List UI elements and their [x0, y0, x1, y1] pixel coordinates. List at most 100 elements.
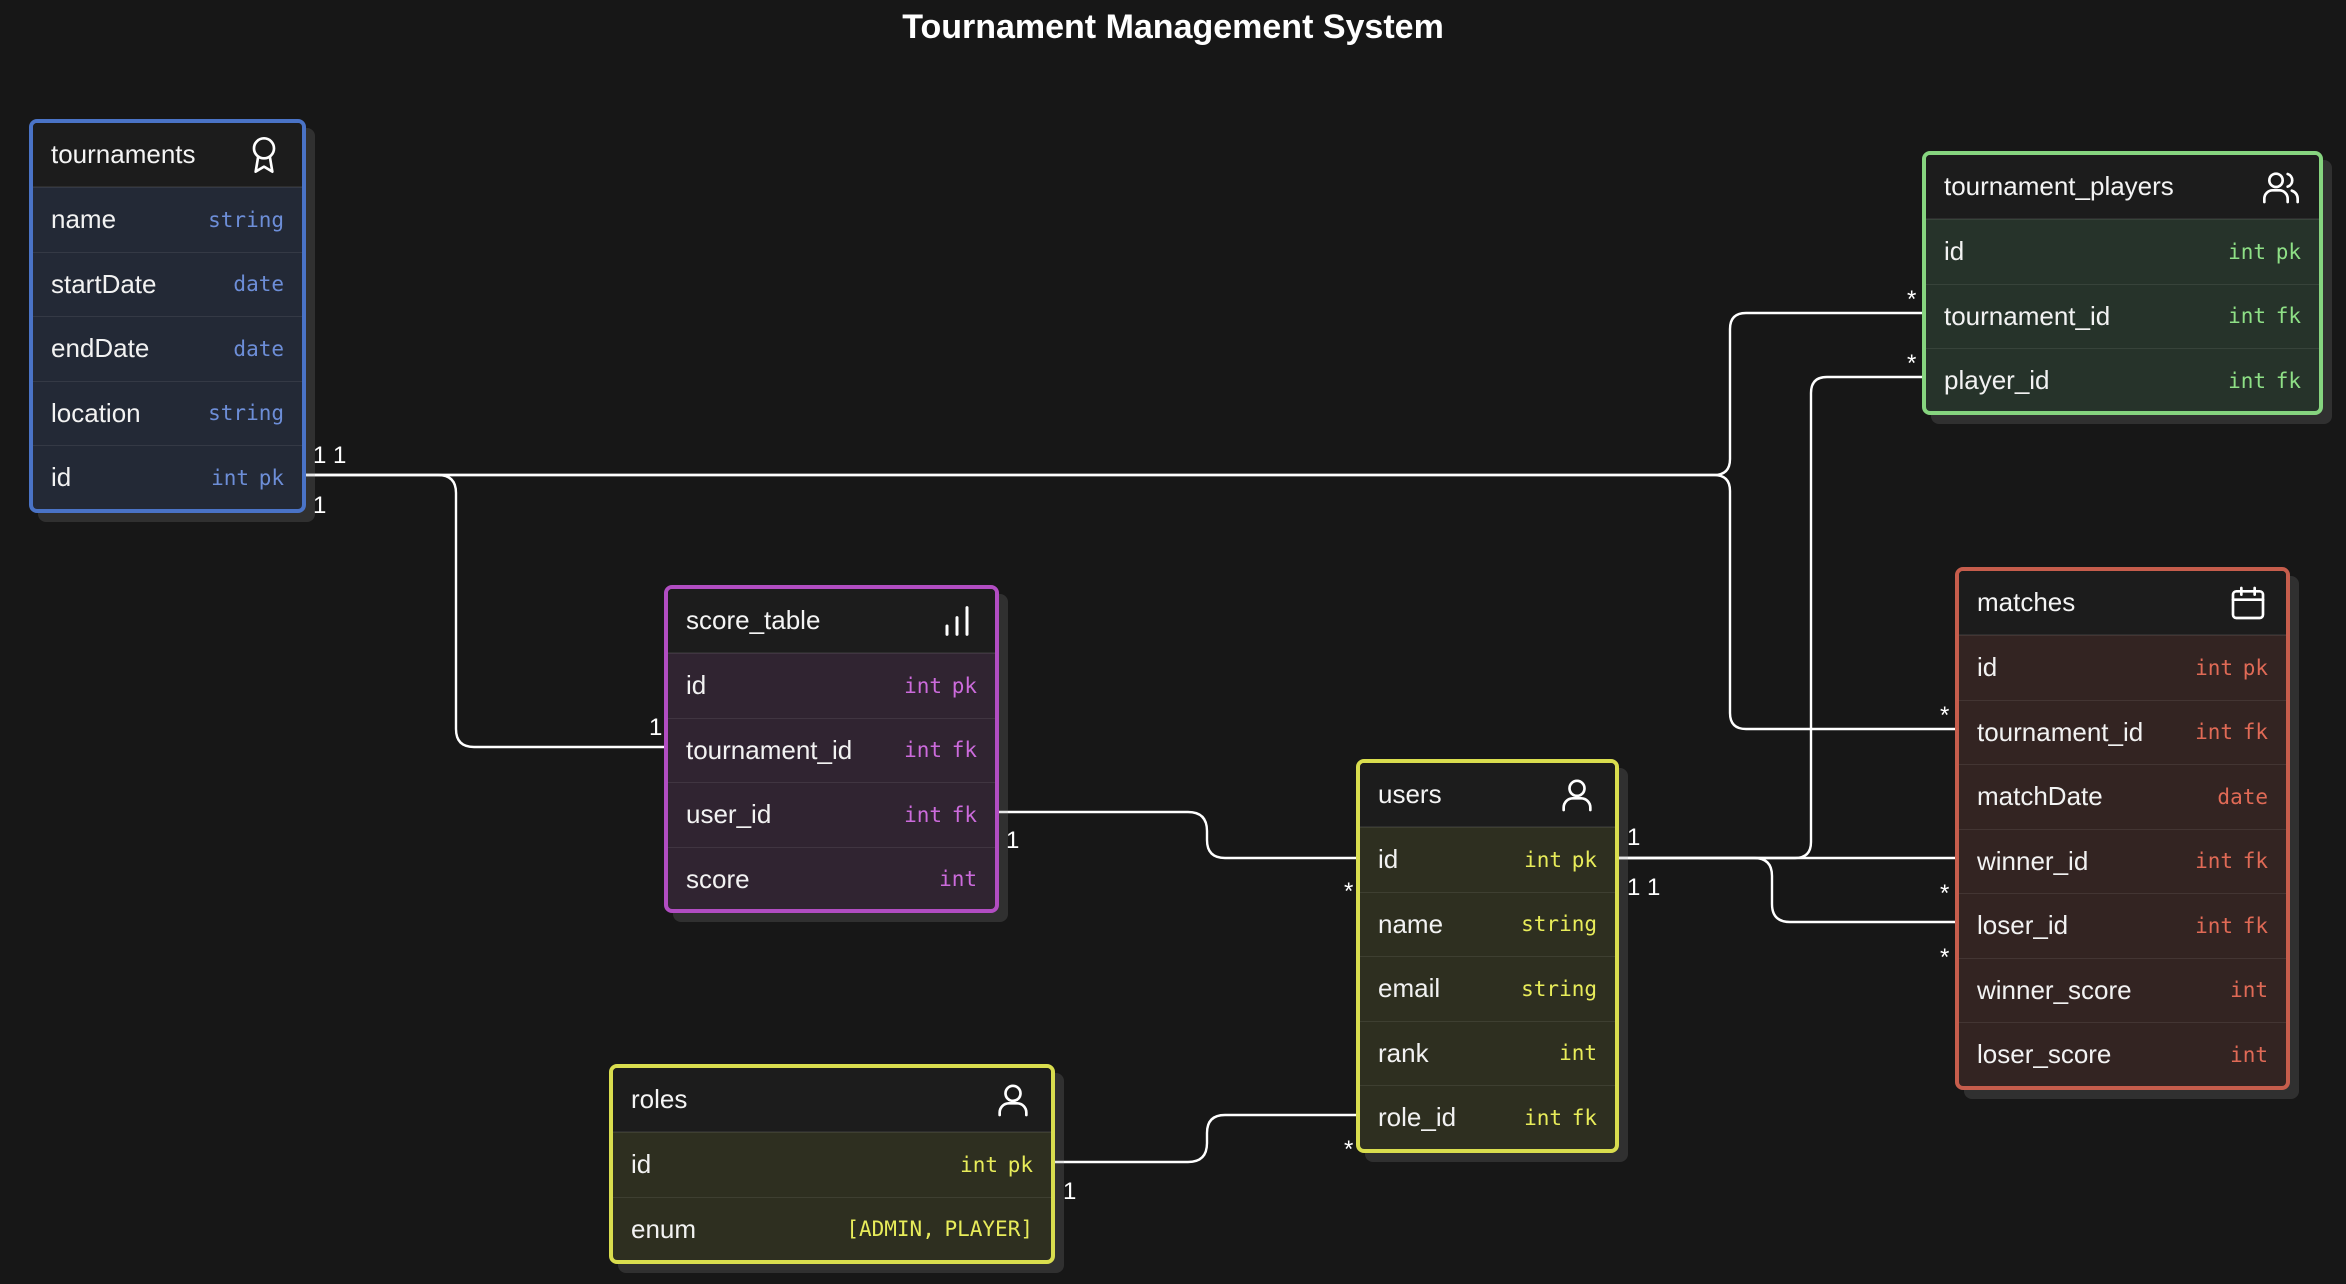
field-name: location	[51, 397, 141, 428]
field-row[interactable]: score int	[668, 846, 995, 910]
field-name: name	[1378, 908, 1444, 939]
field-row[interactable]: id int pk	[1360, 827, 1615, 892]
table-name: tournaments	[51, 139, 196, 169]
field-type: int pk	[2228, 239, 2301, 264]
field-name: score	[686, 863, 750, 894]
relation-roles-users	[1052, 1113, 1362, 1164]
table-tournament-players[interactable]: tournament_players id int pk tournament_i…	[1922, 151, 2323, 415]
field-name: startDate	[51, 268, 157, 299]
relation-users-tournament-players	[1610, 375, 1930, 860]
calendar-icon	[2231, 586, 2265, 619]
field-row[interactable]: id int pk	[1959, 635, 2286, 700]
table-header[interactable]: roles	[613, 1068, 1051, 1132]
field-row[interactable]: tournament_id int fk	[668, 717, 995, 783]
field-row[interactable]: id int pk	[1926, 219, 2319, 284]
field-name: tournament_id	[1977, 716, 2144, 747]
field-row[interactable]: id int pk	[668, 653, 995, 718]
cardinality-label: 1	[313, 442, 327, 469]
field-type: int pk	[2195, 655, 2268, 680]
table-name: users	[1378, 779, 1442, 809]
cardinality-label: *	[1344, 1136, 1354, 1163]
users-icon	[2263, 171, 2300, 203]
field-type: date	[233, 336, 284, 361]
field-name: id	[1977, 652, 1998, 683]
field-row[interactable]: tournament_id int fk	[1926, 283, 2319, 349]
field-row[interactable]: rank int	[1360, 1020, 1615, 1086]
field-name: name	[51, 204, 117, 235]
field-name: player_id	[1944, 365, 2050, 396]
cardinality-label: 1	[649, 714, 663, 741]
field-name: id	[631, 1149, 652, 1180]
field-type: int fk	[2195, 720, 2268, 745]
field-type: int pk	[904, 673, 977, 698]
field-name: tournament_id	[1944, 300, 2111, 331]
field-type: int pk	[211, 465, 284, 490]
field-name: tournament_id	[686, 734, 853, 765]
field-name: id	[1944, 236, 1965, 267]
field-type: int pk	[960, 1152, 1033, 1177]
relation-tournaments-tournament-players	[302, 311, 1930, 477]
table-header[interactable]: tournament_players	[1926, 155, 2319, 219]
field-name: id	[686, 670, 707, 701]
field-type: int	[939, 867, 977, 892]
field-row[interactable]: tournament_id int fk	[1959, 699, 2286, 765]
cardinality-label: 1	[1627, 874, 1641, 901]
table-header[interactable]: users	[1360, 763, 1615, 827]
table-header[interactable]: matches	[1959, 571, 2286, 635]
field-type: int fk	[2195, 913, 2268, 938]
field-row[interactable]: name string	[33, 187, 302, 252]
cardinality-label: *	[1940, 880, 1950, 907]
relation-users-matches-loser	[1610, 856, 1962, 924]
field-type: string	[208, 401, 284, 426]
field-type: string	[208, 207, 284, 232]
field-row[interactable]: id int pk	[613, 1132, 1051, 1197]
field-row[interactable]: enum[ADMIN, PLAYER]	[613, 1196, 1051, 1261]
field-name: winner_id	[1977, 845, 2089, 876]
table-name: matches	[1977, 587, 2076, 617]
table-name: score_table	[686, 605, 821, 635]
relation-score-table-users	[992, 810, 1362, 860]
field-name: rank	[1378, 1037, 1429, 1068]
field-name: id	[1378, 844, 1399, 875]
bar-chart-icon	[945, 605, 969, 636]
field-type: int pk	[1524, 847, 1597, 872]
table-header[interactable]: score_table	[668, 589, 995, 653]
field-row[interactable]: location string	[33, 380, 302, 446]
field-type: int fk	[2228, 304, 2301, 329]
field-type: date	[2217, 784, 2268, 809]
table-header[interactable]: tournaments	[33, 123, 302, 187]
cardinality-label: 1	[1063, 1178, 1077, 1205]
relation-tournaments-score-table	[302, 473, 672, 749]
field-type: int fk	[904, 802, 977, 827]
cardinality-label: *	[1907, 350, 1917, 377]
cardinality-label: *	[1344, 878, 1354, 905]
cardinality-label: *	[1907, 286, 1917, 313]
relation-tournaments-matches	[302, 473, 1962, 731]
diagram-title: Tournament Management System	[902, 8, 1444, 46]
field-type: date	[233, 272, 284, 297]
table-name: tournament_players	[1944, 171, 2174, 201]
field-row[interactable]: startDate date	[33, 251, 302, 317]
field-type: string	[1521, 976, 1597, 1001]
table-roles[interactable]: roles id int pk enum[ADMIN, PLAYER]	[609, 1064, 1055, 1264]
table-tournaments[interactable]: tournaments name string startDate date end…	[29, 119, 306, 513]
field-type: int fk	[904, 738, 977, 763]
field-type: int fk	[1524, 1105, 1597, 1130]
field-name: loser_score	[1977, 1039, 2112, 1070]
field-type: int	[1559, 1041, 1597, 1066]
